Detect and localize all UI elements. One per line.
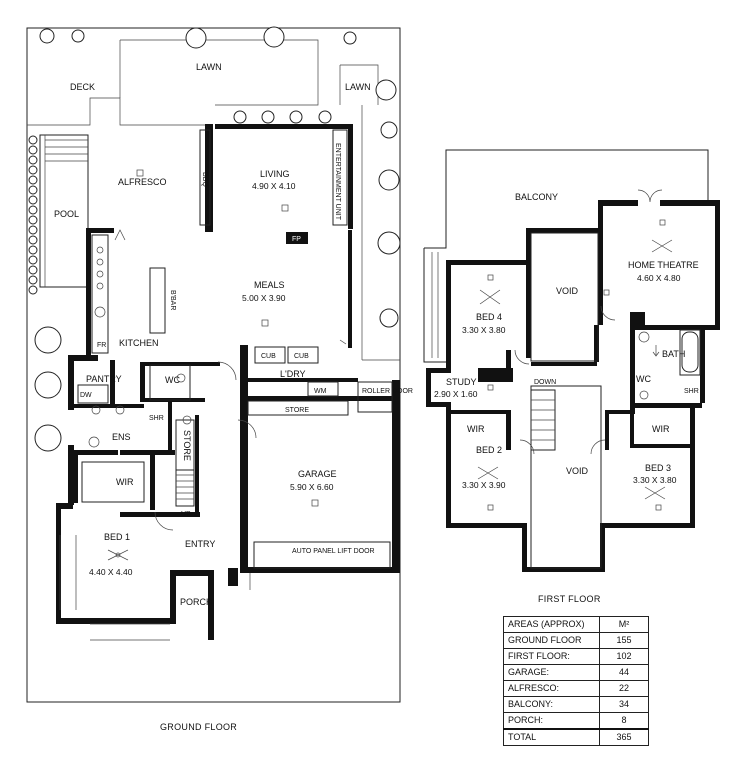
label-bed-4-dim: 3.30 x 3.80 <box>462 325 506 335</box>
label-roller-door: roller door <box>362 388 413 395</box>
label-garage-dim: 5.90 x 6.60 <box>290 482 334 492</box>
label-kitchen: KITCHEN <box>119 338 159 348</box>
label-shr-first: shr <box>684 388 699 395</box>
label-home-theatre-dim: 4.60 x 4.80 <box>637 273 681 283</box>
areas-row-label: FIRST FLOOR: <box>503 648 600 665</box>
label-balcony: BALCONY <box>515 192 558 202</box>
label-void-1: VOID <box>556 286 579 296</box>
areas-row-label: PORCH: <box>503 712 600 730</box>
label-bed-4: BED 4 <box>476 312 502 322</box>
areas-header: AREAS (approx) <box>503 616 600 633</box>
site-boundary <box>26 27 401 703</box>
areas-unit: m² <box>599 616 649 633</box>
label-porch: PORCH <box>180 597 213 607</box>
hedge <box>28 135 38 295</box>
label-bed-2: BED 2 <box>476 445 502 455</box>
label-wir: WIR <box>116 477 134 487</box>
label-pantry: PANTRY <box>86 374 122 384</box>
label-meals: MEALS <box>254 280 285 290</box>
ground-floor-title: GROUND FLOOR <box>160 722 237 732</box>
areas-header-row: AREAS (approx) m² <box>503 616 649 633</box>
label-deck: DECK <box>70 82 95 92</box>
ground-floor-walls <box>56 124 400 640</box>
label-alfresco: ALFRESCO <box>118 177 167 187</box>
label-bed-1-dim: 4.40 x 4.40 <box>89 567 133 577</box>
areas-row: GARAGE: 44 <box>503 664 649 681</box>
label-wm: wm <box>314 388 327 395</box>
label-wir-first-2: WIR <box>652 424 670 434</box>
label-study: STUDY <box>446 377 477 387</box>
label-bed-3-dim: 3.30 x 3.80 <box>633 475 677 485</box>
areas-row: PORCH: 8 <box>503 712 649 730</box>
balcony-outline <box>424 149 709 249</box>
label-cub-1: cub <box>261 353 276 360</box>
areas-row-value: 34 <box>599 696 649 713</box>
deck-outline <box>27 97 205 126</box>
label-laundry: L'DRY <box>280 369 306 379</box>
label-fridge: fr <box>97 342 106 349</box>
label-lawn-side: LAWN <box>345 82 371 92</box>
areas-total-label: TOTAL <box>503 728 600 746</box>
label-bbq: bbq <box>201 172 208 187</box>
label-wc: WC <box>165 375 180 385</box>
label-wir-first-1: WIR <box>467 424 485 434</box>
label-entertainment-unit: entertainment unit <box>334 143 341 221</box>
first-floor-plan <box>423 149 720 572</box>
label-garage: GARAGE <box>298 469 337 479</box>
label-living-dim: 4.90 x 4.10 <box>252 181 296 191</box>
label-void-2: VOID <box>566 466 589 476</box>
first-floor-walls <box>426 200 720 572</box>
areas-total-value: 365 <box>599 728 649 746</box>
label-bbar: b'bar <box>169 290 176 310</box>
label-meals-dim: 5.00 x 3.90 <box>242 293 286 303</box>
areas-row: ALFRESCO: 22 <box>503 680 649 697</box>
label-bed-3: BED 3 <box>645 463 671 473</box>
label-store: store <box>285 407 309 414</box>
label-pool: POOL <box>54 209 79 219</box>
areas-total-row: TOTAL 365 <box>503 728 649 746</box>
areas-table: AREAS (approx) m² GROUND FLOOR 155 FIRST… <box>503 616 649 746</box>
room-labels: DECK LAWN LAWN ALFRESCO bbq POOL LIVING … <box>54 62 699 607</box>
label-fp: fp <box>292 236 301 243</box>
areas-row-value: 8 <box>599 712 649 730</box>
pool <box>39 134 89 288</box>
label-shr: shr <box>149 415 164 422</box>
areas-row-label: GARAGE: <box>503 664 600 681</box>
label-home-theatre: HOME THEATRE <box>628 260 699 270</box>
areas-row-label: BALCONY: <box>503 696 600 713</box>
areas-row-value: 155 <box>599 632 649 649</box>
label-down: down <box>534 379 556 386</box>
label-entry: ENTRY <box>185 539 215 549</box>
label-living: LIVING <box>260 169 290 179</box>
ground-floor-fittings <box>59 129 393 641</box>
label-dw: dw <box>80 392 92 399</box>
areas-row: BALCONY: 34 <box>503 696 649 713</box>
label-up: up <box>181 511 191 518</box>
label-wc-first: WC <box>636 374 651 384</box>
lawn-outline <box>120 39 319 106</box>
label-store-2: STORE <box>182 430 192 461</box>
label-cub-2: cub <box>294 353 309 360</box>
balcony-side <box>423 248 446 363</box>
label-auto-door: auto panel lift door <box>292 548 375 555</box>
label-bath: BATH <box>662 349 685 359</box>
first-floor-fittings <box>477 189 701 569</box>
areas-row: GROUND FLOOR 155 <box>503 632 649 649</box>
trees <box>34 26 401 452</box>
first-floor-title: FIRST FLOOR <box>538 594 601 604</box>
label-bed-2-dim: 3.30 x 3.90 <box>462 480 506 490</box>
label-lawn: LAWN <box>196 62 222 72</box>
areas-row-value: 102 <box>599 648 649 665</box>
ground-floor-plan <box>26 26 401 703</box>
label-ensuite: ENS <box>112 432 131 442</box>
areas-row-label: GROUND FLOOR <box>503 632 600 649</box>
areas-row-value: 22 <box>599 680 649 697</box>
label-study-dim: 2.90 x 1.60 <box>434 389 478 399</box>
areas-row-label: ALFRESCO: <box>503 680 600 697</box>
areas-row-value: 44 <box>599 664 649 681</box>
label-bed-1: BED 1 <box>104 532 130 542</box>
areas-row: FIRST FLOOR: 102 <box>503 648 649 665</box>
